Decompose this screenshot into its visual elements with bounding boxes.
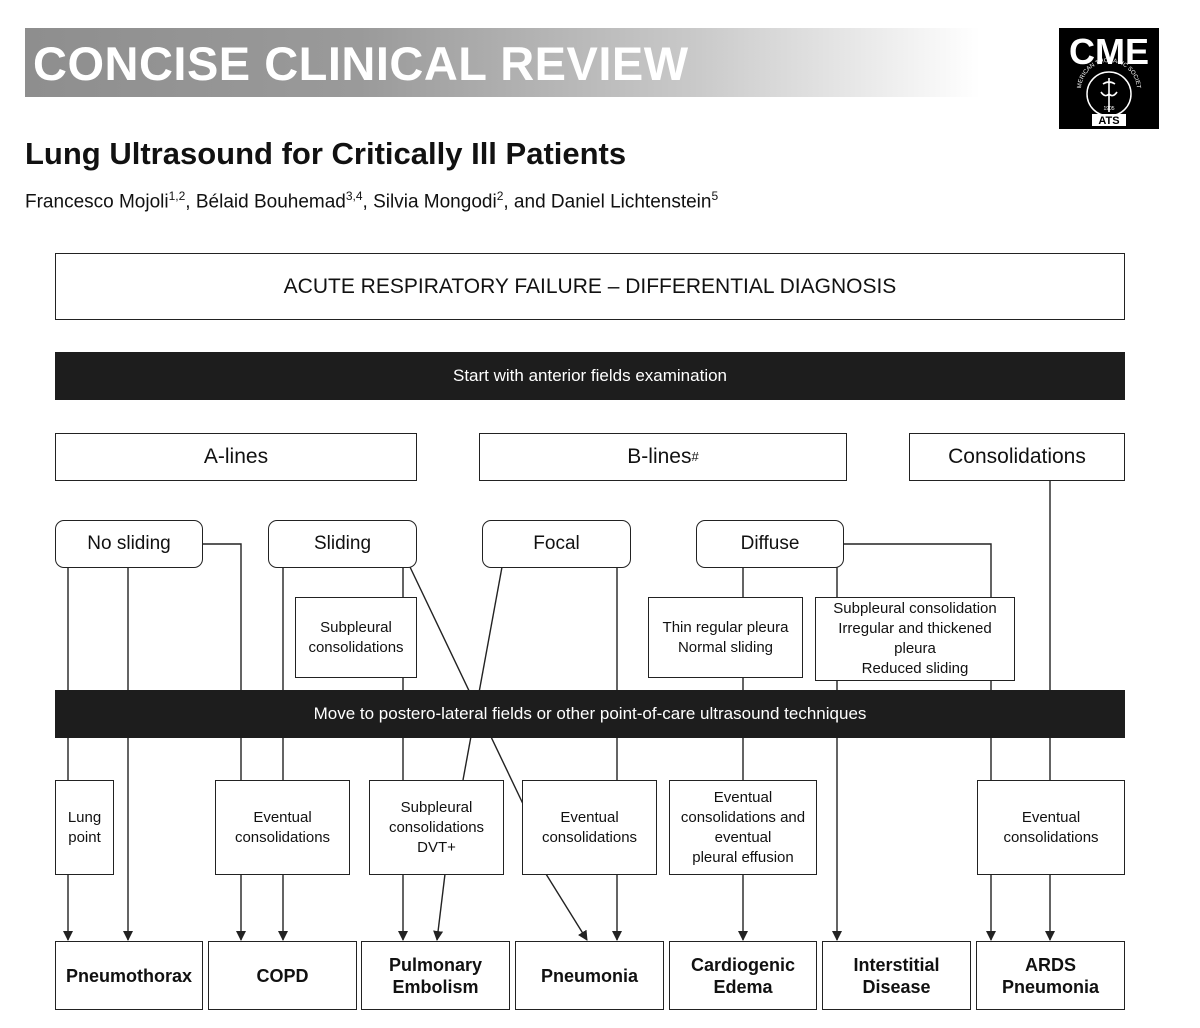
author-affiliation: 2: [496, 189, 504, 203]
consolidations-box: Consolidations: [909, 433, 1125, 481]
author-name: Daniel Lichtenstein: [550, 191, 712, 213]
diffuse-box: Diffuse: [696, 520, 844, 568]
cme-logo-main: CME: [1069, 31, 1149, 72]
author-affiliation: 1,2: [168, 189, 186, 203]
outcome-pneumothorax: Pneumothorax: [55, 941, 203, 1010]
connector-line: [843, 543, 992, 597]
outcome-interstitial-disease: Interstitial Disease: [822, 941, 971, 1010]
connector-line: [409, 566, 525, 807]
pneumonia-consolidations-box: Eventual consolidations: [522, 780, 657, 875]
author-separator: ,: [362, 191, 374, 213]
focal-box: Focal: [482, 520, 631, 568]
author-affiliation: 3,4: [345, 189, 363, 203]
author-list: Francesco Mojoli1,2, Bélaid Bouhemad3,4,…: [25, 189, 718, 213]
postero-lateral-bar: Move to postero-lateral fields or other …: [55, 690, 1125, 738]
author-affiliation: 5: [711, 189, 719, 203]
connector-arrow: [433, 873, 446, 941]
outcome-copd: COPD: [208, 941, 357, 1010]
section-banner-text: CONCISE CLINICAL REVIEW: [33, 37, 689, 90]
thin-pleura-box: Thin regular pleura Normal sliding: [648, 597, 803, 678]
author-name: Bélaid Bouhemad: [195, 191, 346, 213]
pe-consolidations-box: Subpleural consolidations DVT+: [369, 780, 504, 875]
irregular-pleura-box: Subpleural consolidation Irregular and t…: [815, 597, 1015, 681]
outcome-cardiogenic-edema: Cardiogenic Edema: [669, 941, 817, 1010]
ards-consolidations-box: Eventual consolidations: [977, 780, 1125, 875]
lung-point-box: Lung point: [55, 780, 114, 875]
connector-line: [462, 566, 503, 781]
cme-logo-bottom: ATS: [1098, 115, 1119, 127]
copd-consolidations-box: Eventual consolidations: [215, 780, 350, 875]
cme-seal-icon: CME AMERICAN THORACIC SOCIETY 1905 ATS: [1057, 24, 1149, 127]
edema-consolidations-box: Eventual consolidations and eventual ple…: [669, 780, 817, 875]
b-lines-box: B-lines#: [479, 433, 847, 481]
no-sliding-box: No sliding: [55, 520, 203, 568]
flowchart-title: ACUTE RESPIRATORY FAILURE – DIFFERENTIAL…: [55, 253, 1125, 320]
sliding-box: Sliding: [268, 520, 417, 568]
section-banner: [25, 28, 980, 97]
author-separator: ,: [185, 191, 196, 213]
cme-logo: CME AMERICAN THORACIC SOCIETY 1905 ATS: [1057, 24, 1159, 129]
anterior-fields-bar: Start with anterior fields examination: [55, 352, 1125, 400]
author-name: Silvia Mongodi: [373, 191, 497, 213]
cme-logo-year: 1905: [1103, 106, 1114, 112]
outcome-ards-pneumonia: ARDS Pneumonia: [976, 941, 1125, 1010]
outcome-pulmonary-embolism: Pulmonary Embolism: [361, 941, 510, 1010]
b-lines-footnote-mark: #: [691, 449, 699, 464]
author-separator: , and: [503, 191, 551, 213]
outcome-pneumonia: Pneumonia: [515, 941, 664, 1010]
connector-arrow: [545, 873, 588, 941]
article-title: Lung Ultrasound for Critically Ill Patie…: [25, 136, 627, 171]
subpleural-consolidations-box: Subpleural consolidations: [295, 597, 417, 678]
connector-line: [202, 543, 242, 780]
a-lines-box: A-lines: [55, 433, 417, 481]
author-name: Francesco Mojoli: [25, 191, 169, 213]
b-lines-label: B-lines: [627, 445, 692, 468]
